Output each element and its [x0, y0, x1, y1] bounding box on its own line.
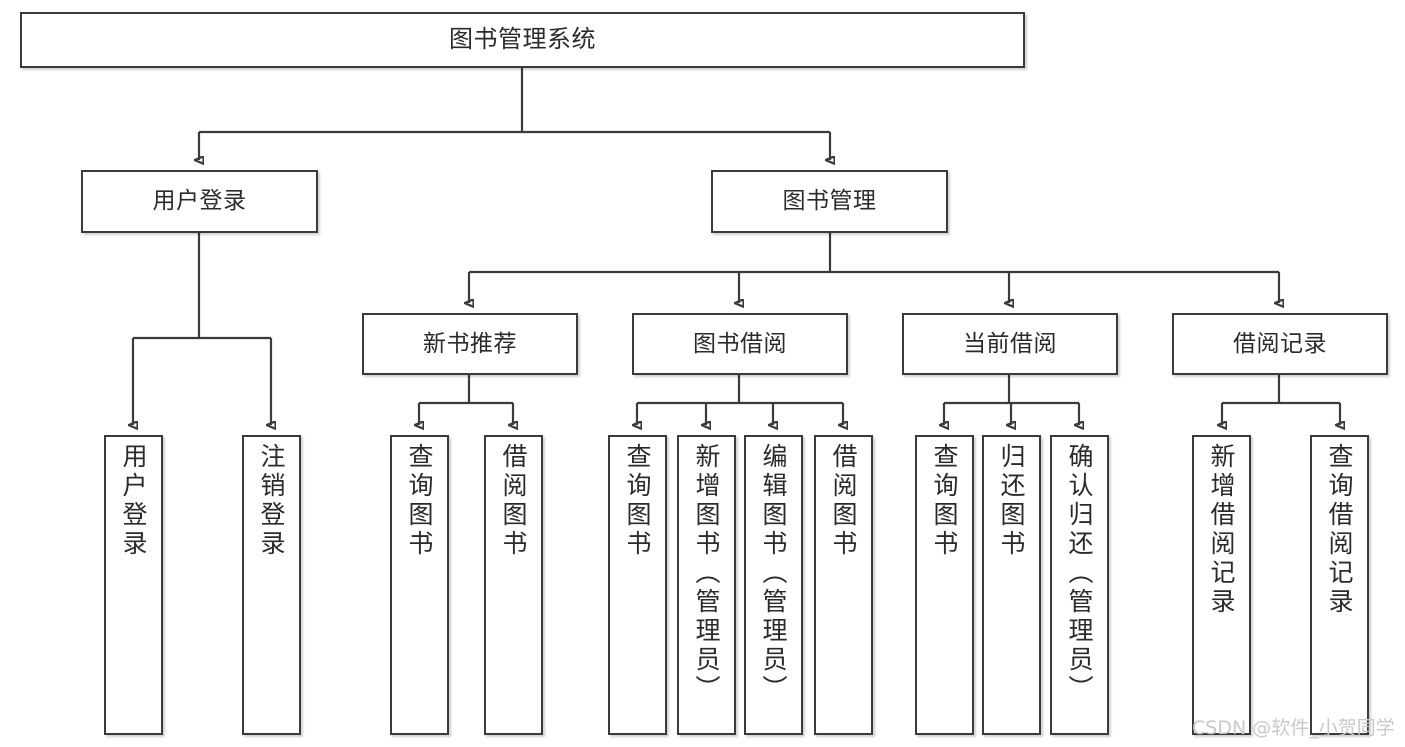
- leaf-query-borrow-record[interactable]: 查询借阅记录: [1310, 435, 1369, 735]
- node-label: 查询图书: [405, 443, 434, 559]
- node-label: 用户登录: [119, 443, 148, 559]
- leaf-return-book[interactable]: 归还图书: [982, 435, 1041, 735]
- node-label: 编辑图书（管理员）: [759, 443, 788, 704]
- node-user-login[interactable]: 用户登录: [81, 170, 318, 233]
- csdn-watermark: CSDN @软件_小贺同学: [1192, 717, 1395, 739]
- node-label: 查询图书: [930, 443, 959, 559]
- node-label: 归还图书: [997, 443, 1026, 559]
- node-label: 图书管理: [782, 188, 877, 215]
- node-label: 借阅记录: [1233, 330, 1327, 357]
- node-label: 图书借阅: [693, 330, 787, 357]
- node-label: 当前借阅: [963, 330, 1057, 357]
- node-label: 借阅图书: [499, 443, 528, 559]
- leaf-query-book-borrow[interactable]: 查询图书: [608, 435, 667, 735]
- node-label: 新增图书（管理员）: [692, 443, 721, 704]
- leaf-query-book-current[interactable]: 查询图书: [915, 435, 974, 735]
- node-label: 注销登录: [257, 443, 286, 559]
- leaf-borrow-book-recommend[interactable]: 借阅图书: [484, 435, 543, 735]
- node-current-borrow[interactable]: 当前借阅: [902, 313, 1118, 375]
- node-label: 借阅图书: [829, 443, 858, 559]
- leaf-confirm-return-admin[interactable]: 确认归还（管理员）: [1050, 435, 1109, 735]
- leaf-add-book-admin[interactable]: 新增图书（管理员）: [677, 435, 736, 735]
- node-label: 查询图书: [623, 443, 652, 559]
- node-label: 用户登录: [152, 188, 247, 215]
- node-root-book-management-system[interactable]: 图书管理系统: [20, 12, 1025, 68]
- node-book-borrow[interactable]: 图书借阅: [632, 313, 848, 375]
- node-borrow-record[interactable]: 借阅记录: [1172, 313, 1388, 375]
- leaf-borrow-book[interactable]: 借阅图书: [814, 435, 873, 735]
- node-label: 图书管理系统: [449, 25, 596, 54]
- node-book-management[interactable]: 图书管理: [711, 170, 948, 233]
- node-label: 确认归还（管理员）: [1065, 443, 1094, 704]
- node-new-book-recommend[interactable]: 新书推荐: [362, 313, 578, 375]
- leaf-query-book-recommend[interactable]: 查询图书: [390, 435, 449, 735]
- node-label: 新增借阅记录: [1207, 443, 1236, 617]
- leaf-logout[interactable]: 注销登录: [242, 435, 301, 735]
- leaf-edit-book-admin[interactable]: 编辑图书（管理员）: [744, 435, 803, 735]
- leaf-add-borrow-record[interactable]: 新增借阅记录: [1192, 435, 1251, 735]
- node-label: 查询借阅记录: [1325, 443, 1354, 617]
- node-label: 新书推荐: [423, 330, 517, 357]
- leaf-user-login[interactable]: 用户登录: [104, 435, 163, 735]
